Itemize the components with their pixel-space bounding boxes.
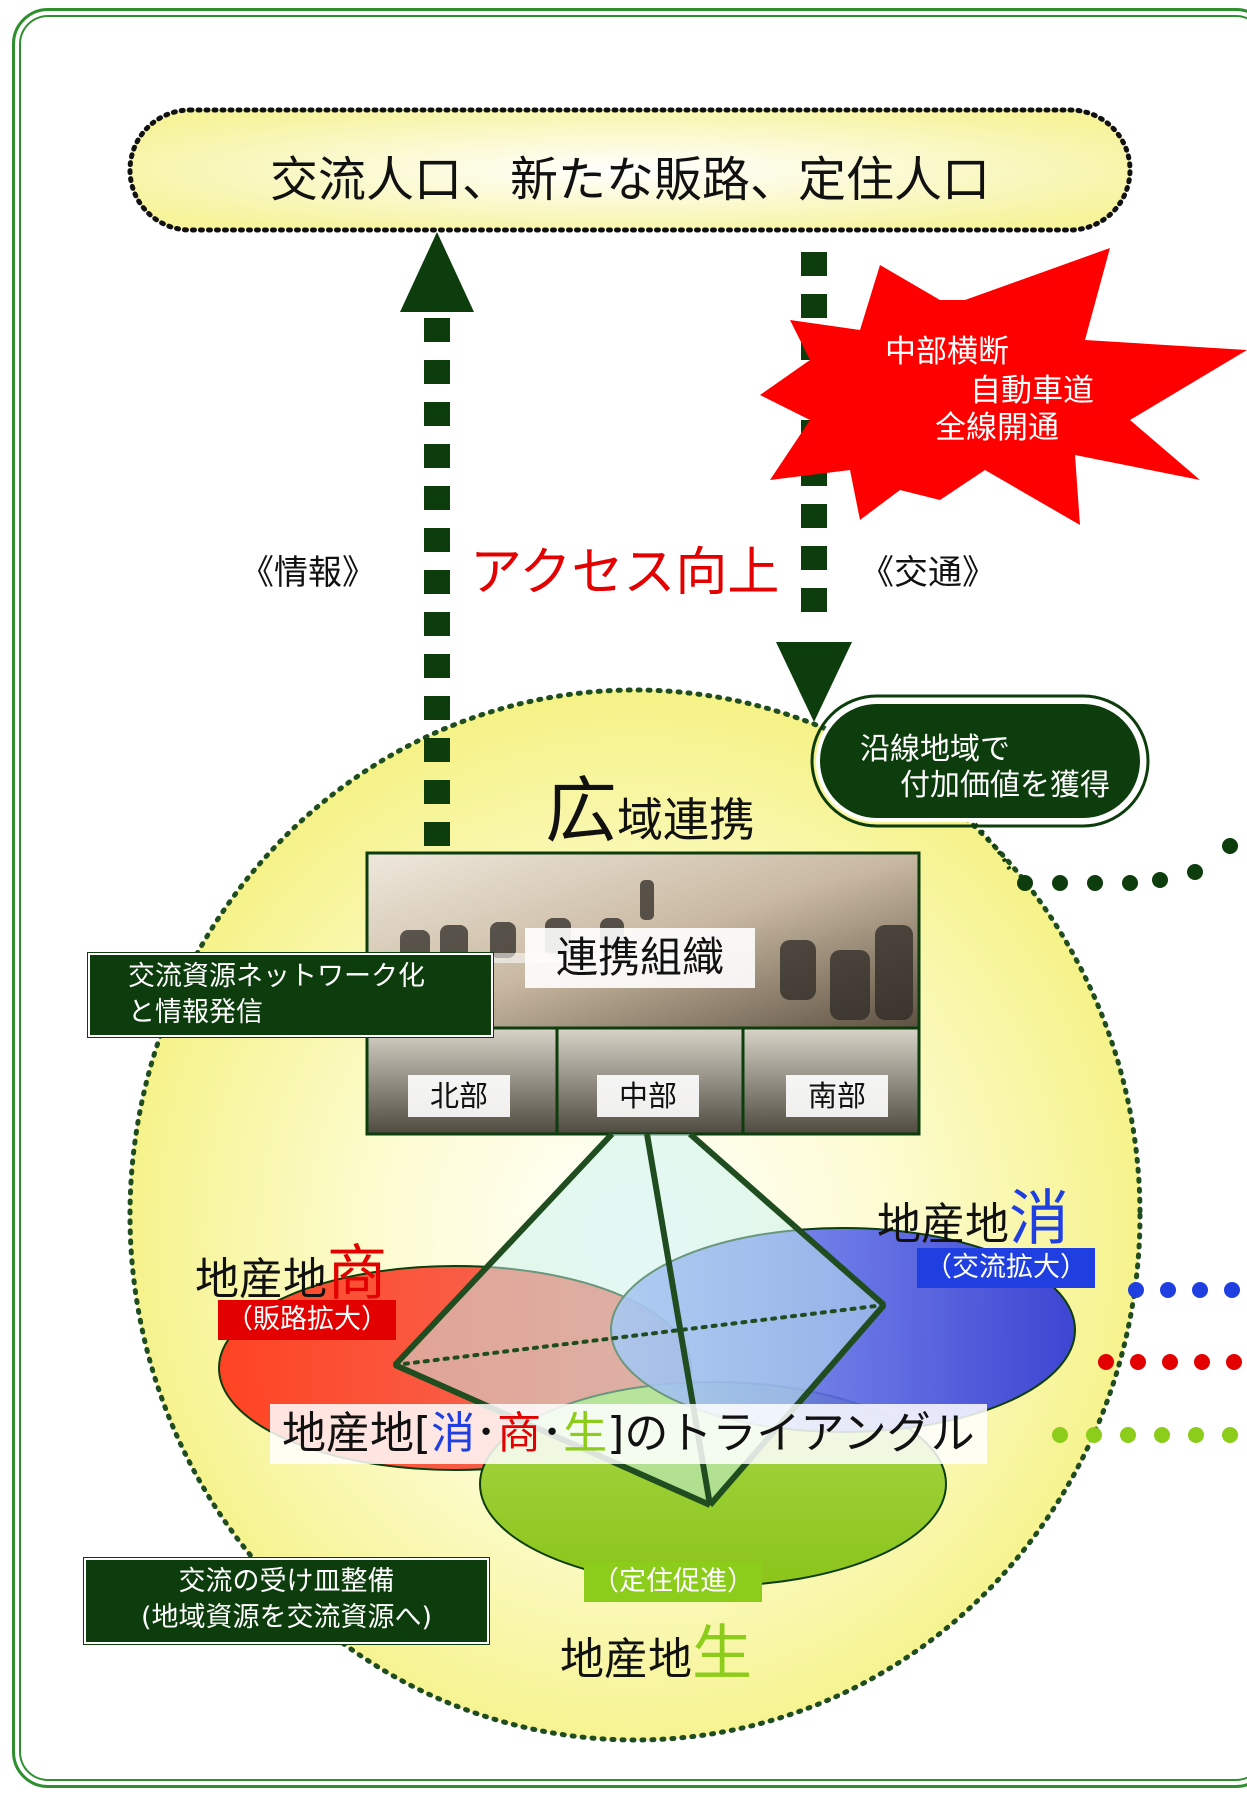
network-box: 交流資源ネットワーク化 と情報発信 bbox=[87, 952, 494, 1038]
corner-shou2-char: 消 bbox=[1009, 1184, 1069, 1254]
network-box-line-2: と情報発信 bbox=[128, 997, 263, 1028]
traffic-label: 《交通》 bbox=[860, 553, 996, 593]
corner-sei-label: 地産地生 bbox=[560, 1605, 752, 1692]
pill-connector-dots bbox=[1017, 838, 1238, 891]
pyramid-hidden-edge bbox=[393, 1303, 886, 1367]
photo-north-label: 北部 bbox=[408, 1075, 510, 1117]
corner-shou2-tag: （交流拡大） bbox=[917, 1248, 1095, 1288]
pill-line-1: 沿線地域で bbox=[860, 732, 1010, 767]
corner-shou-tag: （販路拡大） bbox=[218, 1300, 396, 1340]
info-label: 《情報》 bbox=[240, 553, 376, 593]
outer-frame bbox=[12, 8, 1247, 1788]
main-photo-figures bbox=[400, 880, 913, 1020]
top-banner-text: 交流人口、新たな販路、定住人口 bbox=[269, 152, 990, 208]
network-box-line-1: 交流資源ネットワーク化 bbox=[128, 961, 425, 992]
burst-line-2: 自動車道 bbox=[970, 373, 1094, 409]
triangle-label: 地産地[消･商･生]のトライアングル bbox=[270, 1404, 987, 1464]
corner-shou-char: 商 bbox=[327, 1239, 387, 1309]
triangle-sep-2: ･ bbox=[541, 1408, 564, 1459]
title-big-char: 広 bbox=[545, 769, 618, 853]
burst-shape bbox=[760, 248, 1247, 525]
up-arrow-dashes bbox=[424, 318, 450, 846]
photo-south-label: 南部 bbox=[786, 1075, 888, 1117]
blue-dots bbox=[1128, 1282, 1240, 1298]
pill-line-2: 付加価値を獲得 bbox=[900, 768, 1110, 803]
pill-shape bbox=[816, 700, 1144, 822]
reception-box-line-1: 交流の受け皿整備 bbox=[178, 1566, 395, 1597]
photo-main-label: 連携組織 bbox=[525, 928, 755, 988]
corner-sei-char: 生 bbox=[692, 1619, 752, 1689]
corner-sei-prefix: 地産地 bbox=[560, 1634, 692, 1685]
triangle-suffix: ]のトライアングル bbox=[607, 1408, 975, 1459]
triangle-char-2: 商 bbox=[497, 1408, 542, 1459]
green-dots bbox=[1052, 1427, 1238, 1443]
up-arrow-head bbox=[400, 232, 474, 312]
burst-line-3: 全線開通 bbox=[935, 410, 1059, 446]
reception-box: 交流の受け皿整備 (地域資源を交流資源へ) bbox=[83, 1557, 490, 1645]
corner-shou2-prefix: 地産地 bbox=[877, 1199, 1009, 1250]
corner-shou-label: 地産地商 bbox=[195, 1225, 387, 1312]
top-banner-shape bbox=[127, 107, 1133, 233]
burst-line-1: 中部横断 bbox=[885, 334, 1009, 370]
corner-shou-prefix: 地産地 bbox=[195, 1254, 327, 1305]
wide-area-title: 広域連携 bbox=[545, 752, 755, 857]
down-arrow-head bbox=[776, 642, 852, 722]
triangle-char-1: 消 bbox=[431, 1408, 476, 1459]
corner-sei-tag: （定住促進） bbox=[584, 1562, 762, 1602]
photo-central-label: 中部 bbox=[597, 1075, 699, 1117]
triangle-sep-1: ･ bbox=[475, 1408, 498, 1459]
access-label: アクセス向上 bbox=[470, 543, 780, 603]
triangle-prefix: 地産地[ bbox=[282, 1408, 432, 1459]
triangle-char-3: 生 bbox=[563, 1408, 608, 1459]
red-dots bbox=[1098, 1354, 1242, 1370]
corner-shou2-label: 地産地消 bbox=[877, 1170, 1069, 1257]
reception-box-line-2: (地域資源を交流資源へ) bbox=[140, 1602, 433, 1633]
title-rest: 域連携 bbox=[617, 793, 756, 847]
